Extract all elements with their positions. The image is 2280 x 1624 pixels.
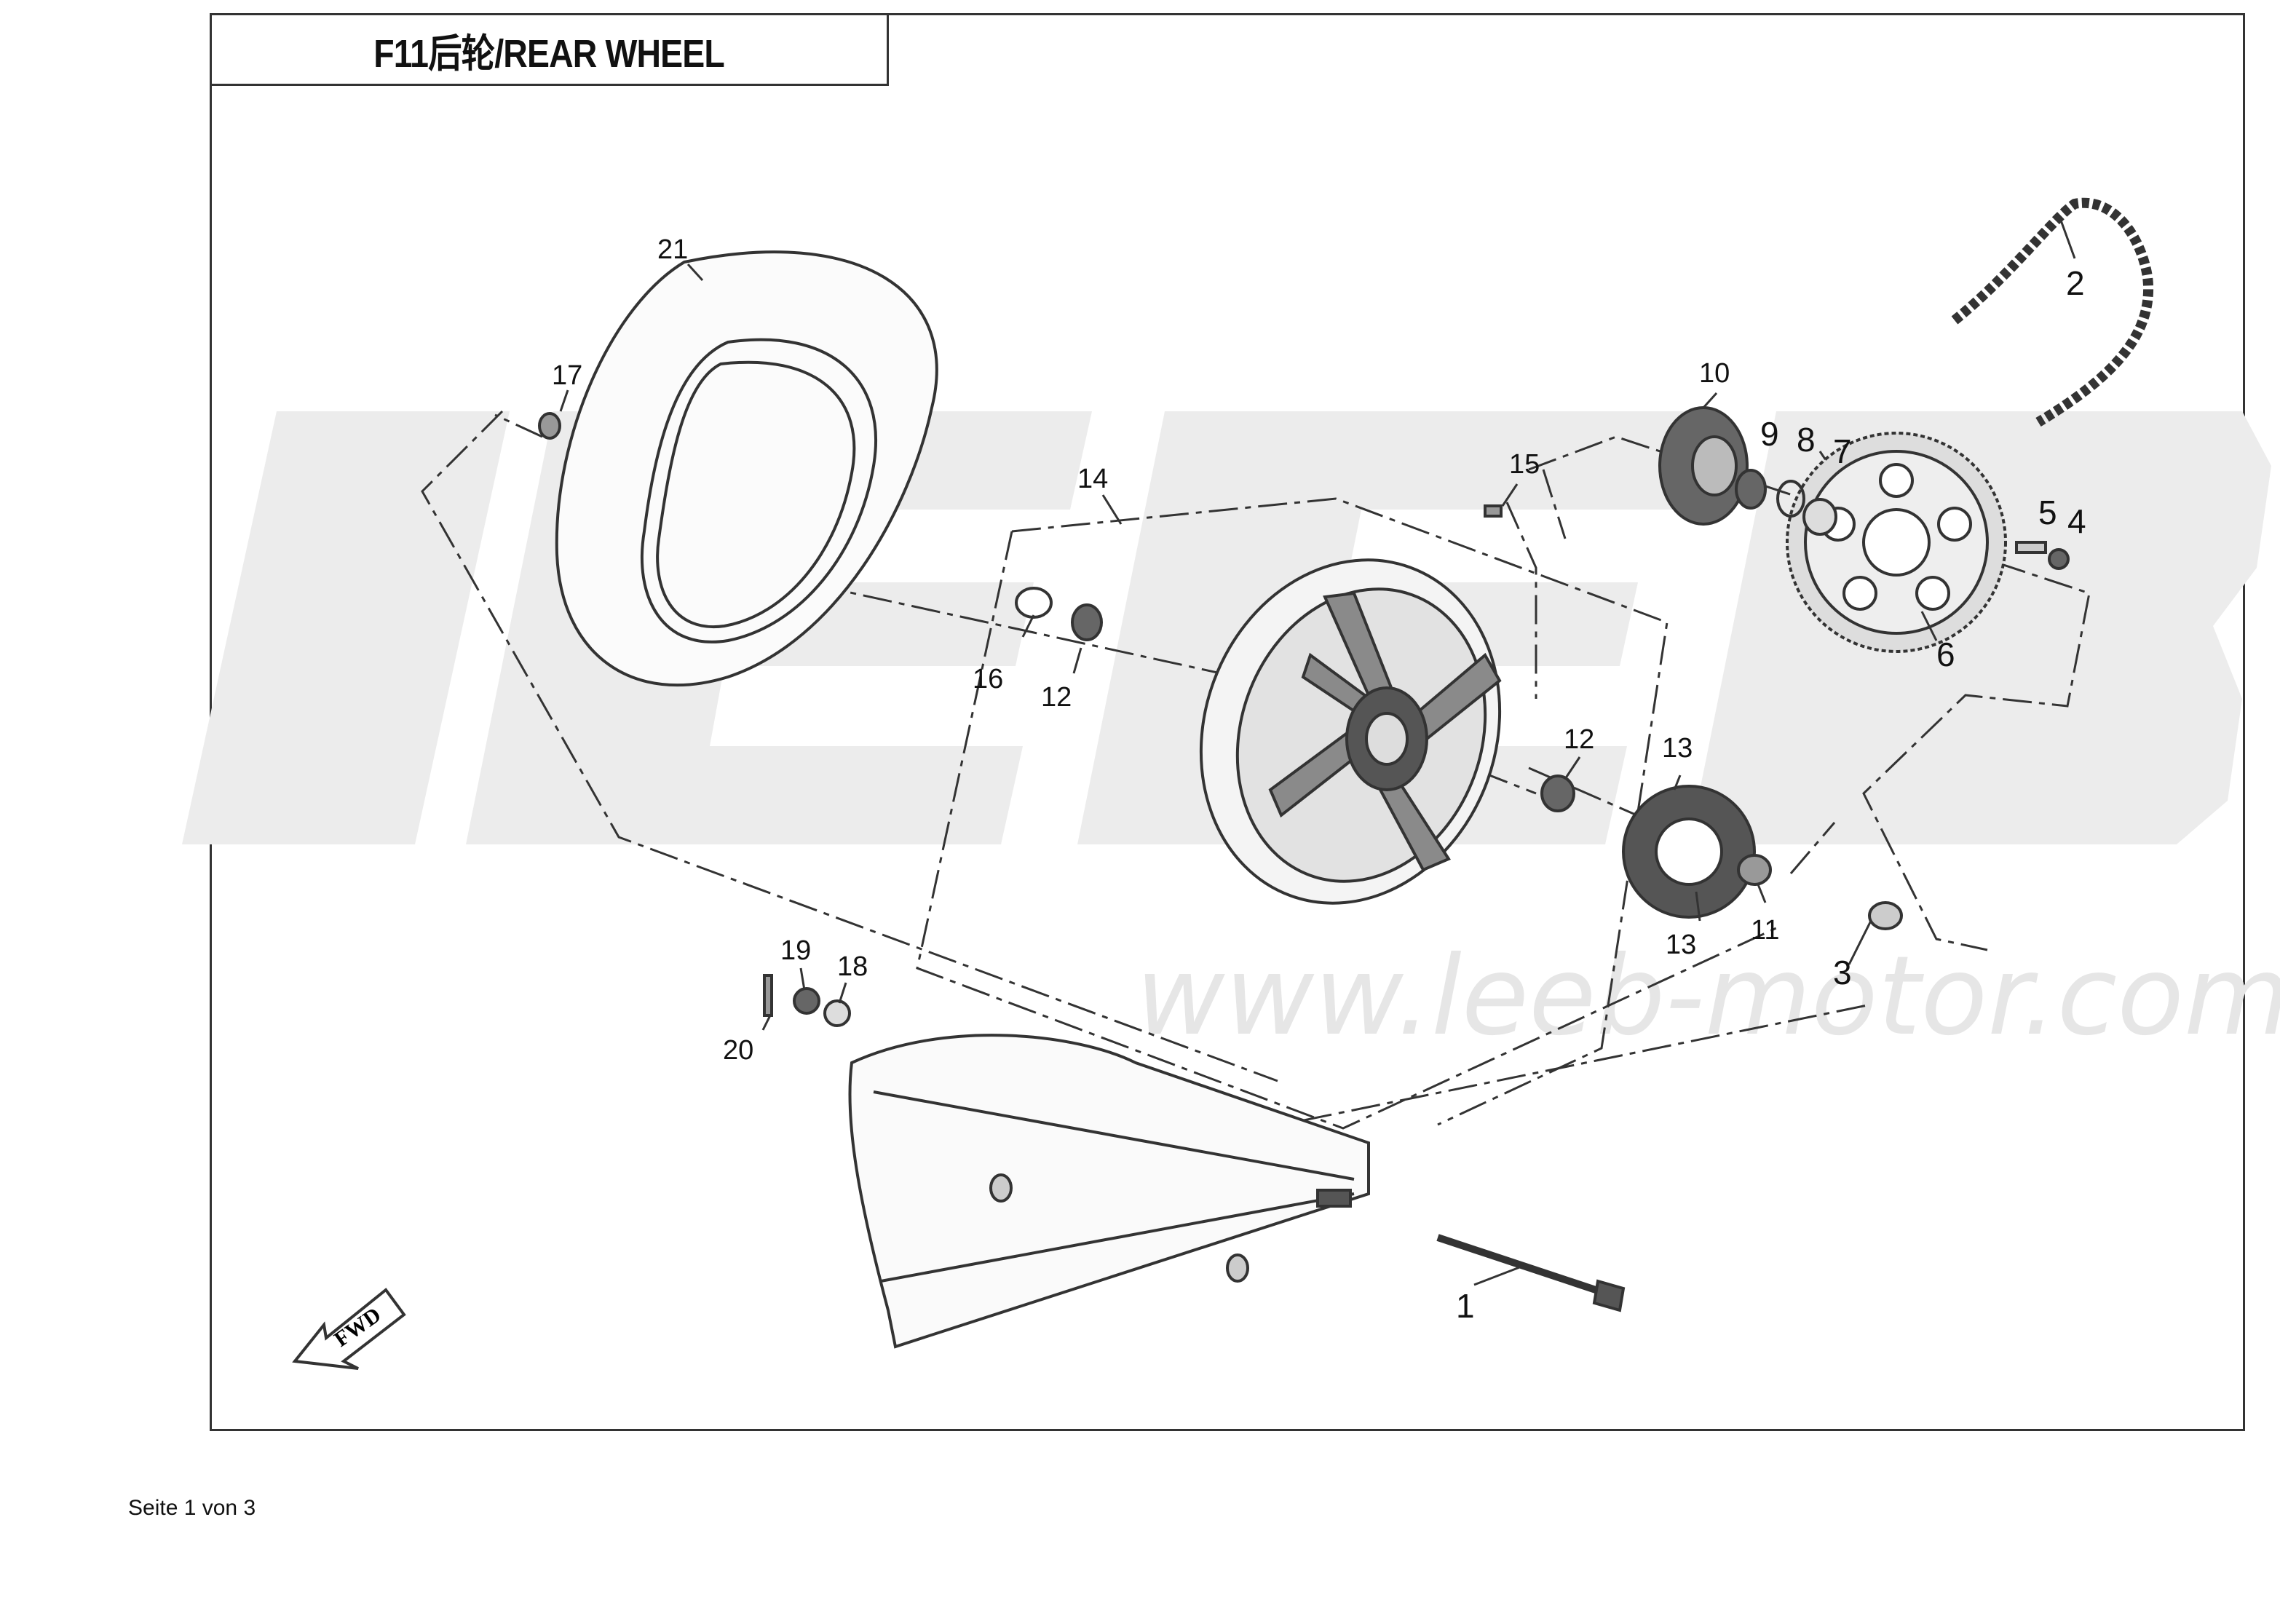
part-5-stud <box>2015 541 2047 554</box>
leader-lines <box>559 218 2076 1286</box>
callout-9: 9 <box>1760 415 1779 453</box>
swing-arm <box>848 1034 1370 1349</box>
callout-7: 7 <box>1833 432 1852 470</box>
page-title: F11后轮/REAR WHEEL <box>373 31 726 76</box>
callout-14: 14 <box>1077 464 1108 494</box>
rear-sprocket <box>1786 432 2007 653</box>
callout-5: 5 <box>2038 494 2057 531</box>
fwd-arrow: FWD <box>292 1288 406 1370</box>
drive-chain <box>1951 197 2154 427</box>
callout-18: 18 <box>837 951 868 982</box>
callout-17: 17 <box>552 360 582 391</box>
callout-13b: 13 <box>1666 930 1696 960</box>
part-3-collar <box>1868 901 1903 930</box>
callout-11: 11 <box>1751 915 1779 946</box>
rear-rim <box>1199 558 1502 905</box>
part-18-washer <box>823 999 851 1027</box>
part-10-hub <box>1658 406 1749 526</box>
part-4-nut <box>2048 548 2070 570</box>
page-footer: Seite 1 von 3 <box>128 1496 256 1520</box>
callout-3: 3 <box>1833 954 1852 991</box>
part-20-pin <box>763 974 773 1017</box>
part-15-valve <box>1484 504 1503 518</box>
part-17-valve-nut <box>538 412 561 440</box>
callout-labels: 21 17 14 15 10 9 8 7 5 4 2 6 16 12 12 13… <box>552 234 2086 1325</box>
callout-4: 4 <box>2067 502 2086 540</box>
callout-12a: 12 <box>1041 682 1072 713</box>
part-12-bearing-right <box>1540 775 1575 812</box>
callout-13a: 13 <box>1662 733 1693 764</box>
callout-1: 1 <box>1456 1287 1475 1325</box>
title-box: F11后轮/REAR WHEEL <box>210 13 889 86</box>
part-1-axle <box>1436 1234 1626 1312</box>
callout-16: 16 <box>973 664 1003 694</box>
rear-tire <box>555 250 938 687</box>
part-13-damper <box>1622 785 1756 919</box>
callout-19: 19 <box>780 935 811 966</box>
part-12-bearing-left <box>1071 603 1103 641</box>
callout-8: 8 <box>1797 421 1816 459</box>
part-11-collar <box>1737 854 1772 886</box>
part-7-oil-seal <box>1802 498 1837 536</box>
callout-10: 10 <box>1699 358 1730 389</box>
hardware-parts <box>538 406 2070 1312</box>
part-9-bearing <box>1735 469 1767 510</box>
part-16-collar <box>1015 587 1053 619</box>
callout-21: 21 <box>657 234 688 265</box>
callout-15: 15 <box>1509 449 1540 480</box>
watermark-url: www.leeb-motor.com <box>1136 933 2280 1060</box>
callout-2: 2 <box>2066 264 2085 302</box>
callout-12b: 12 <box>1564 724 1594 755</box>
callout-20: 20 <box>723 1035 753 1066</box>
part-8-circlip <box>1776 480 1805 518</box>
part-19-nut <box>793 987 820 1015</box>
callout-6: 6 <box>1936 635 1955 673</box>
